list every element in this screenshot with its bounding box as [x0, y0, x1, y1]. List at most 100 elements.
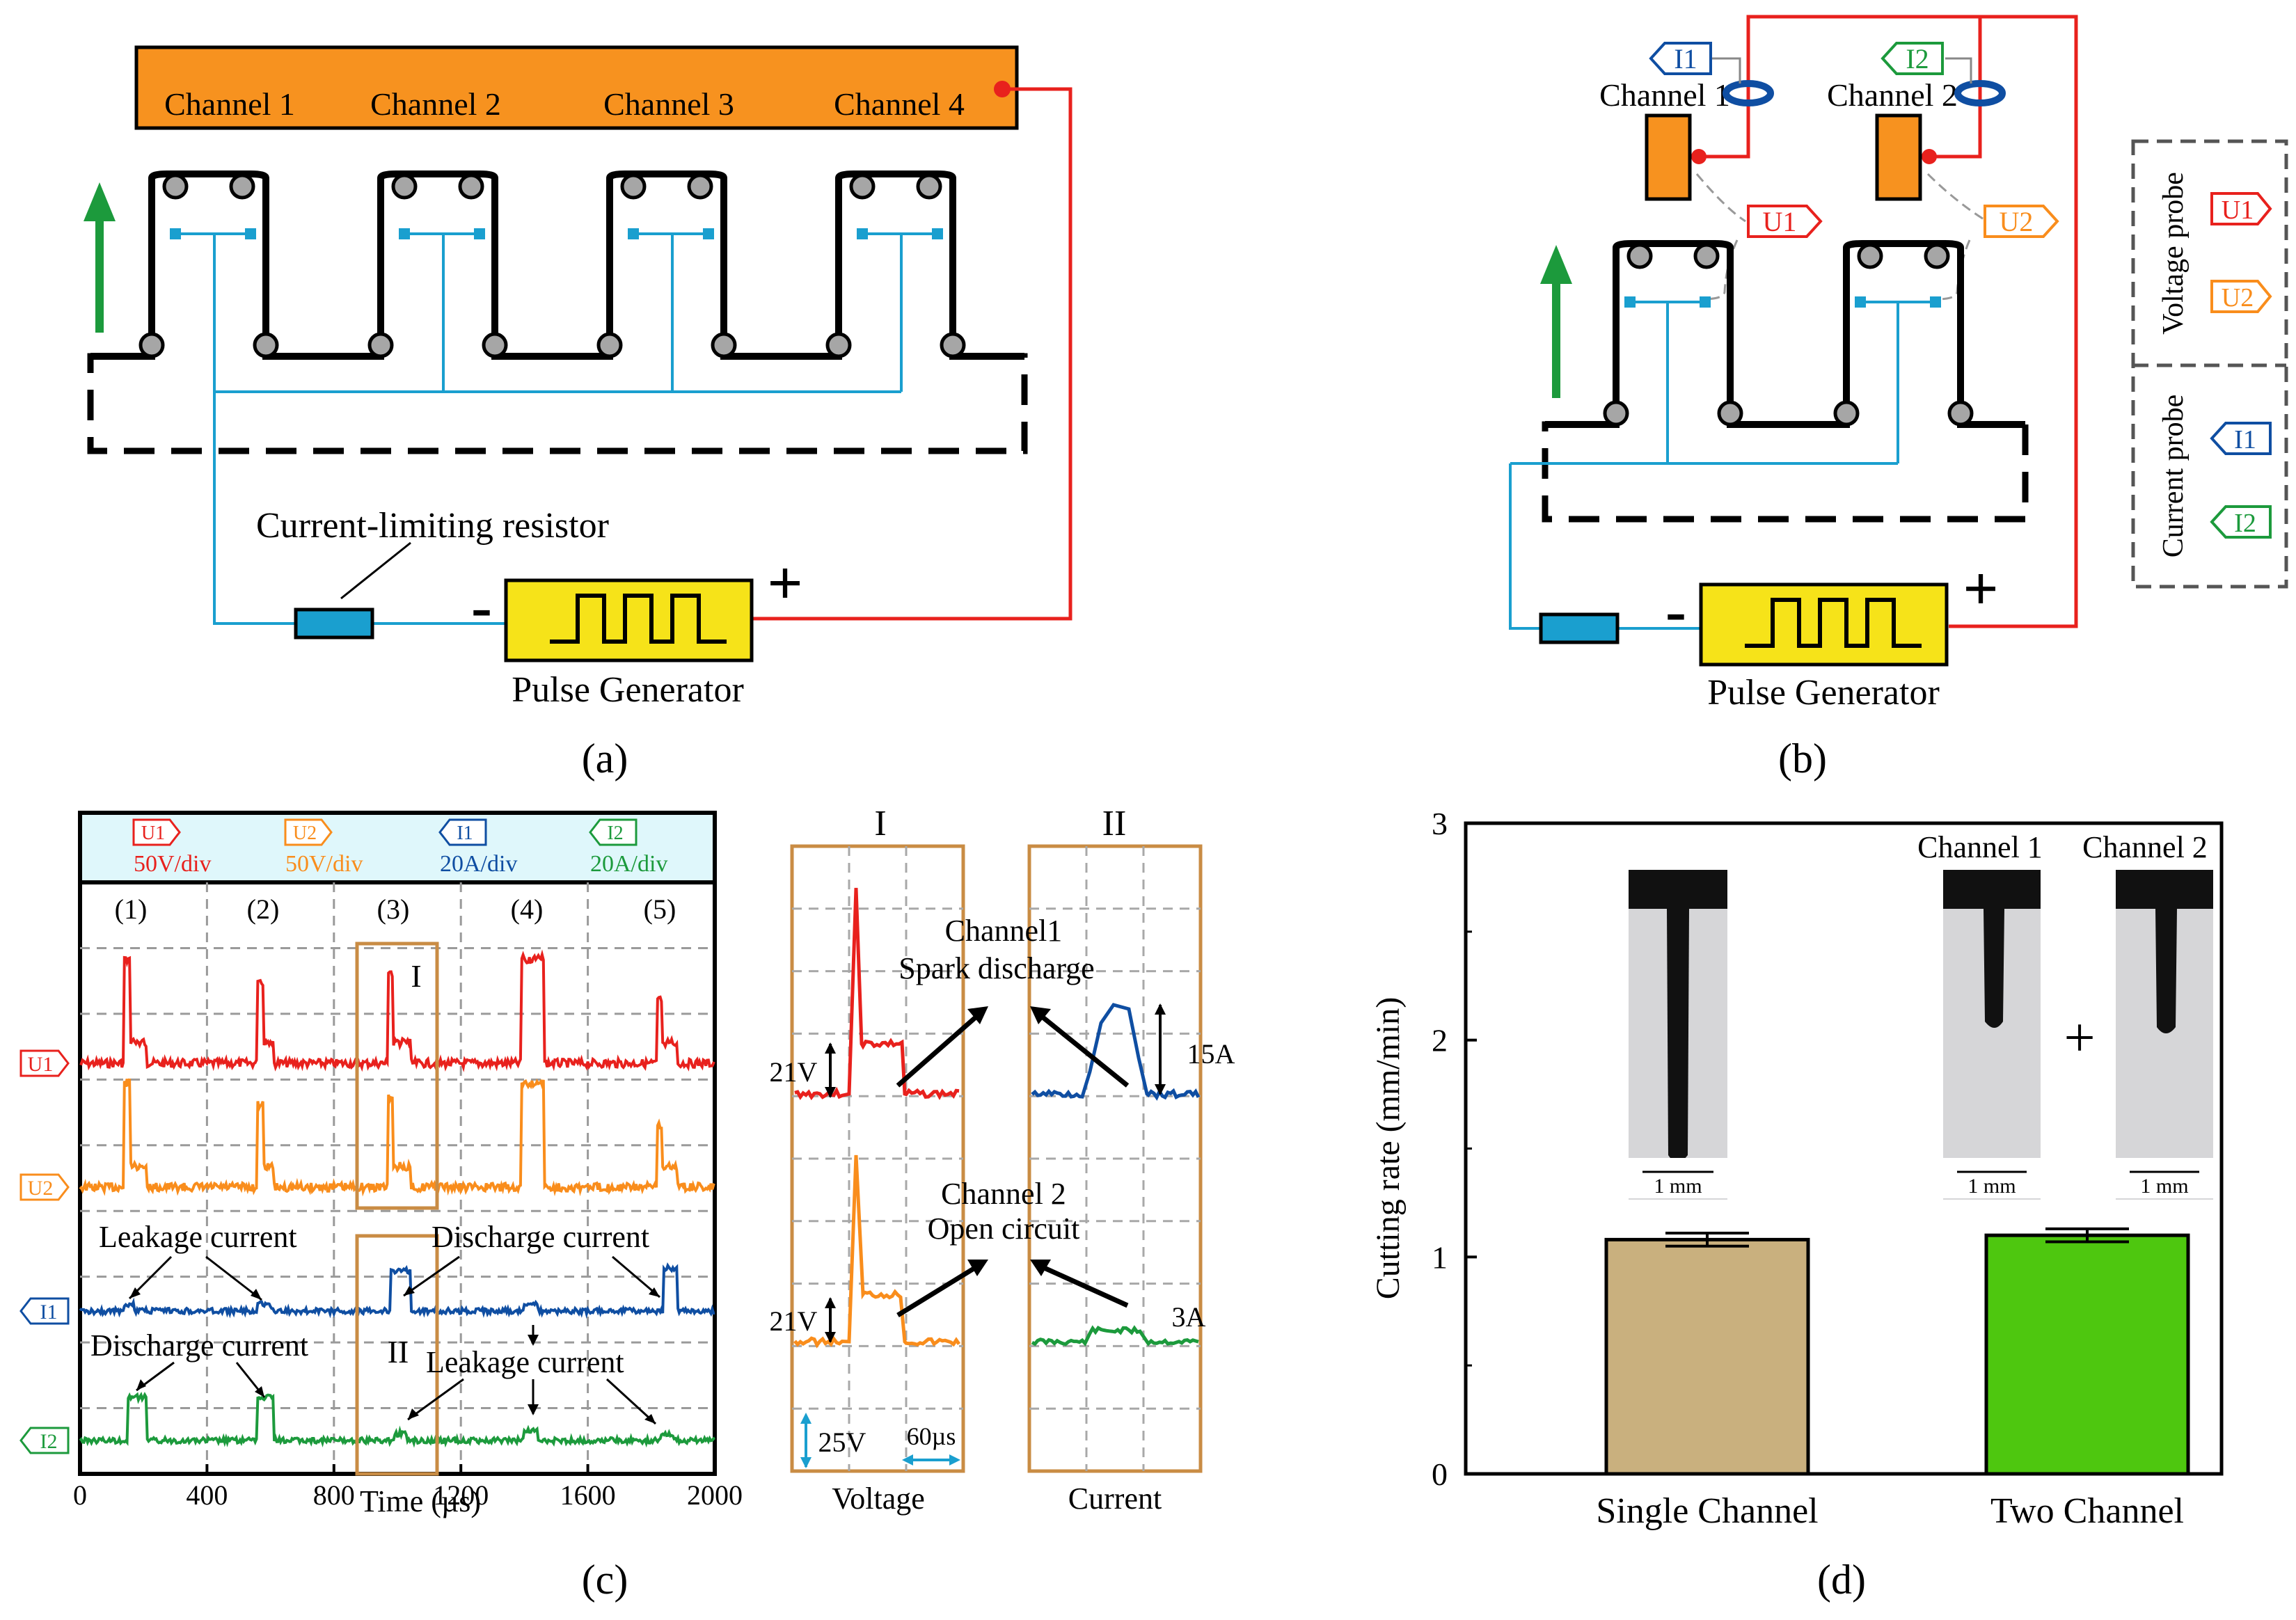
svg-text:U1: U1: [1763, 206, 1797, 237]
zoom-title-I: I: [874, 804, 886, 843]
panel-c: U1 50V/div U2 50V/div I1 20A/div I2 20A/…: [19, 804, 1235, 1603]
connection-dot: [1922, 149, 1937, 164]
zoom-waveform: [793, 1154, 961, 1349]
svg-text:U2: U2: [293, 823, 317, 844]
zoom-arrowheads: [967, 1006, 1051, 1276]
pulse-wave-icon: [550, 594, 727, 644]
roller-icon: [1603, 243, 1974, 427]
svg-text:U2: U2: [2000, 206, 2034, 237]
box-I-label: I: [411, 958, 421, 994]
pulse-label-4: (4): [511, 894, 544, 925]
annotation-arrowheads: [129, 1286, 660, 1424]
channel-label-1: Channel 1: [1599, 77, 1730, 113]
positive-wire: [753, 87, 1072, 621]
probe-tag-U1: U1: [1747, 205, 1823, 238]
panel-b: Channel 1 Channel 2 I1 I2 U1 U2: [1509, 15, 2288, 781]
zoom-ch2-line2: Open circuit: [928, 1212, 1080, 1246]
pulse-generator: [1699, 582, 1949, 667]
box-I: [355, 942, 439, 1210]
header-tag-I2: I2: [589, 818, 638, 846]
header-scale-U1: 50V/div: [134, 851, 211, 877]
legend-tag-I1: I1: [2210, 422, 2272, 455]
wire-return-path: [1542, 421, 2029, 523]
zoom-waveform: [1031, 1325, 1199, 1347]
zoom-grid: [792, 846, 1201, 1471]
x-tick-label: 800: [313, 1479, 355, 1511]
svg-text:U2: U2: [2222, 283, 2254, 312]
svg-text:I2: I2: [2234, 509, 2256, 538]
svg-text:I2: I2: [607, 823, 623, 844]
minus-sign: -: [471, 573, 492, 642]
scope-x-label: Time (µs): [360, 1484, 481, 1518]
pulse-label-2: (2): [247, 894, 280, 925]
annotation-leakage-bottom: Leakage current: [426, 1345, 624, 1379]
trace-tag-U2: U2: [19, 1173, 70, 1201]
zoom-i2: 3A: [1172, 1301, 1206, 1333]
zoom-ch1-line2: Spark discharge: [898, 951, 1094, 985]
channel-bar: [134, 45, 1019, 130]
plus-sign: +: [1963, 555, 1998, 624]
resistor-label: Current-limiting resistor: [256, 506, 609, 546]
waveform-trace: [79, 1391, 715, 1448]
legend-tag-U2: U2: [2210, 280, 2272, 313]
header-tag-U2: U2: [284, 818, 333, 846]
inset-label-channel-2: Channel 2: [2082, 830, 2208, 864]
probe-lead: [1695, 173, 1746, 223]
probe-lead: [1701, 239, 1739, 301]
probe-tag-I2: I2: [1881, 42, 1944, 75]
legend-tag-I2: I2: [2210, 505, 2272, 539]
legend-current-label: Current probe: [2158, 395, 2190, 557]
probe-lead: [1712, 57, 1741, 84]
positive-wire: [1699, 15, 2078, 628]
feed-contacts: [1624, 296, 1941, 308]
resistor-icon: [294, 608, 374, 640]
zoom-traces: [793, 887, 1201, 1349]
header-scale-I2: 20A/div: [590, 851, 667, 877]
zoom-title-II: II: [1102, 804, 1127, 843]
caption-b: (b): [1778, 736, 1827, 781]
channel-block-2: [1875, 113, 1922, 201]
chart-bars: [1604, 1227, 2190, 1476]
minus-sign: -: [1665, 577, 1686, 646]
box-II-label: II: [388, 1334, 409, 1369]
trace-tag-U1: U1: [19, 1049, 70, 1077]
svg-text:I2: I2: [40, 1430, 58, 1453]
scope-plot-area: [78, 880, 717, 1476]
micrograph-channel-1: 1 mm: [1943, 870, 2041, 1200]
connection-dot: [994, 81, 1011, 97]
legend-tag-U1: U1: [2210, 192, 2272, 225]
channel-label-1: Channel 1: [164, 86, 295, 122]
roller-icon: [138, 173, 966, 358]
generator-label: Pulse Generator: [512, 670, 744, 710]
zoom-waveform: [794, 887, 960, 1101]
chart-y-label: Cutting rate (mm/min): [1370, 997, 1407, 1300]
probe-lead: [1945, 57, 1972, 84]
header-tag-I1: I1: [438, 818, 487, 846]
scope-grid: [80, 882, 715, 1474]
current-probe-ring-icon: [1723, 80, 1774, 106]
zoom-label-current: Current: [1068, 1482, 1162, 1516]
zoom-i1: 15A: [1187, 1038, 1235, 1070]
zoom-v2: 21V: [770, 1305, 818, 1337]
micrograph-single: 1 mm: [1629, 870, 1727, 1200]
channel-label-3: Channel 3: [603, 86, 734, 122]
waveform-trace: [79, 1078, 715, 1197]
positive-wire-branch: [1929, 17, 1982, 159]
inset-plus: +: [2064, 1008, 2095, 1069]
bar-1: [1604, 1237, 1810, 1476]
legend-voltage-label: Voltage probe: [2158, 172, 2190, 335]
scale-time: 60µs: [907, 1422, 956, 1450]
box-II: [355, 1234, 439, 1476]
bar-2: [1984, 1233, 2190, 1476]
generator-label: Pulse Generator: [1707, 673, 1940, 713]
caption-a: (a): [582, 736, 628, 781]
up-arrow-head: [1540, 245, 1572, 284]
zoom-ch1-line1: Channel1: [945, 914, 1063, 948]
channel-label-2: Channel 2: [370, 86, 501, 122]
zoom-label-voltage: Voltage: [832, 1482, 925, 1516]
zoom-ch2-line1: Channel 2: [941, 1177, 1066, 1211]
pulse-wave-icon: [1745, 598, 1922, 648]
svg-text:I1: I1: [2234, 425, 2256, 454]
annotation-discharge-top: Discharge current: [432, 1220, 649, 1254]
